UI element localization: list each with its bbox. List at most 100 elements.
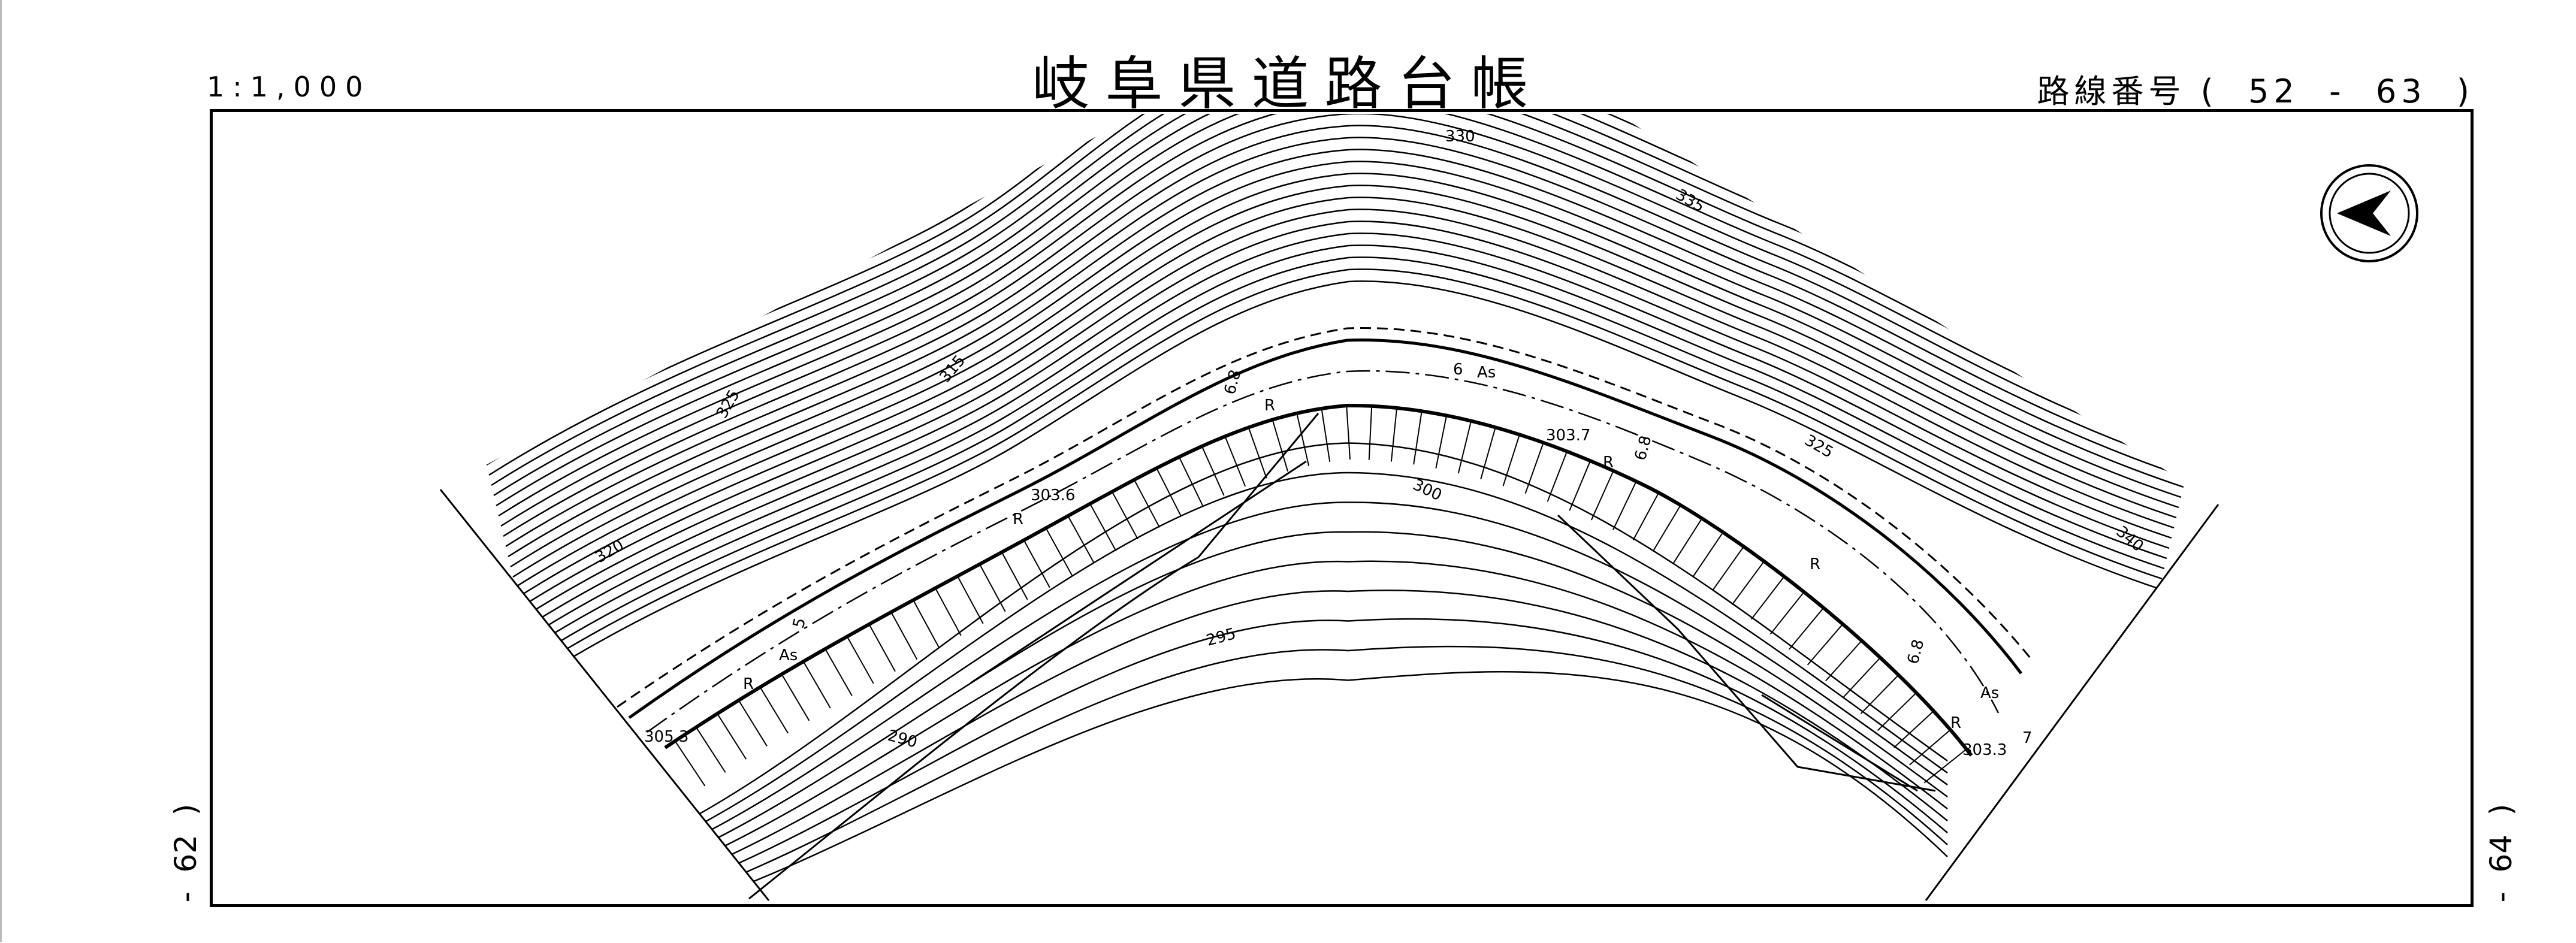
contour-lines xyxy=(481,114,2215,900)
hatch-line xyxy=(1368,406,1373,460)
road-label: R xyxy=(1013,510,1023,528)
contour-line xyxy=(481,114,2215,446)
hatch-line xyxy=(1909,729,1951,766)
contour-line xyxy=(512,161,2184,578)
hatch-line xyxy=(1750,576,1785,620)
contour-label: 300 xyxy=(1410,476,1445,504)
hatch-line xyxy=(1067,515,1095,564)
contour-line xyxy=(498,114,2198,517)
hatch-line xyxy=(1860,674,1899,714)
hatch-line xyxy=(1413,411,1423,465)
hatch-line xyxy=(738,700,768,746)
contour-line xyxy=(484,114,2213,456)
hatch-line xyxy=(1296,413,1310,466)
hatch-line xyxy=(1524,442,1544,494)
road-label: 6.8 xyxy=(1221,368,1245,397)
hatch-line xyxy=(802,661,831,709)
embankment-toe xyxy=(748,413,1936,900)
contour-label: 330 xyxy=(1445,128,1475,146)
hatch-line xyxy=(1001,552,1028,600)
hatch-line xyxy=(1089,503,1117,552)
contour-line xyxy=(503,114,2194,537)
road-label: 6.8 xyxy=(1904,637,1928,666)
hatch-line xyxy=(695,727,726,773)
map-scale: 1:1,000 xyxy=(207,71,372,103)
road-label: 6 xyxy=(1453,361,1463,379)
hatch-line xyxy=(1321,408,1331,463)
page-edge xyxy=(0,0,2,942)
spot-height: 303.7 xyxy=(1546,427,1590,445)
contour-label: 325 xyxy=(1802,431,1837,462)
road-label: As xyxy=(1477,364,1496,382)
hatch-line xyxy=(1248,427,1267,479)
spot-height: 305.3 xyxy=(644,728,688,746)
hatch-line xyxy=(1825,640,1862,682)
contour-line xyxy=(531,256,2165,660)
road-label: R xyxy=(743,675,754,693)
contour-line xyxy=(688,590,1948,875)
road-label: R xyxy=(1603,454,1614,472)
road-label: As xyxy=(779,646,798,664)
route-number: 路線番号 ( 52 - 63 ) xyxy=(2037,72,2474,110)
sheet-boundary-left xyxy=(439,489,770,901)
road-label: R xyxy=(1950,714,1961,732)
hatch-line xyxy=(1769,591,1805,635)
hatch-line xyxy=(913,600,940,648)
sheet-boundary-right xyxy=(1925,504,2219,901)
hatch-line xyxy=(979,564,1006,612)
contour-line xyxy=(534,268,2163,670)
hatch-line xyxy=(1672,518,1703,564)
embankment-hatching xyxy=(674,405,1967,787)
contour-line xyxy=(688,645,1948,896)
road-label: R xyxy=(1810,555,1820,573)
road-shoulder-dashed xyxy=(617,327,2034,708)
road-label: 6.8 xyxy=(1632,434,1656,463)
contour-line xyxy=(515,173,2182,588)
hatch-line xyxy=(1731,561,1765,605)
hatch-line xyxy=(1272,419,1289,472)
hatch-line xyxy=(1178,457,1203,506)
hatch-line xyxy=(1023,540,1050,588)
road-edge-upper xyxy=(628,338,2022,720)
contour-line xyxy=(688,531,1948,853)
contour-line xyxy=(522,208,2175,619)
contour-line xyxy=(529,244,2167,649)
contour-line xyxy=(505,125,2191,548)
hatch-line xyxy=(1789,607,1824,650)
contour-line xyxy=(688,671,1948,900)
contour-line xyxy=(500,114,2196,527)
hatch-line xyxy=(1480,427,1496,480)
hatch-line xyxy=(868,624,896,672)
hatch-line xyxy=(674,741,706,787)
contour-line xyxy=(508,137,2189,558)
page-title: 岐阜県道路台帳 xyxy=(1032,50,1544,117)
hatch-line xyxy=(1547,451,1568,502)
contour-label: 295 xyxy=(1204,625,1238,650)
hatch-line xyxy=(1632,492,1660,541)
hatch-line xyxy=(1435,415,1448,469)
contour-line xyxy=(510,149,2187,568)
hatch-line xyxy=(1894,711,1934,748)
contour-line xyxy=(496,114,2201,507)
hatch-line xyxy=(1457,421,1472,474)
road-edge-lower xyxy=(664,403,1973,757)
contour-line xyxy=(688,442,1948,821)
hatch-line xyxy=(1877,692,1917,731)
contour-line xyxy=(688,472,1948,832)
contour-line xyxy=(488,114,2208,476)
hatch-line xyxy=(1569,460,1591,511)
contour-line xyxy=(486,114,2210,466)
hatch-line xyxy=(1201,446,1225,496)
hatch-line xyxy=(1590,470,1614,521)
hatch-line xyxy=(1652,504,1681,552)
hatch-line xyxy=(890,612,918,660)
spot-height: 303.6 xyxy=(1031,486,1075,504)
hatch-line xyxy=(846,636,874,684)
hatch-line xyxy=(781,673,810,721)
contour-label: 315 xyxy=(936,352,969,386)
road-label: 7 xyxy=(2022,729,2033,747)
road-label: As xyxy=(1980,684,1999,702)
hatch-line xyxy=(1390,407,1398,462)
contour-label: 290 xyxy=(886,727,919,752)
